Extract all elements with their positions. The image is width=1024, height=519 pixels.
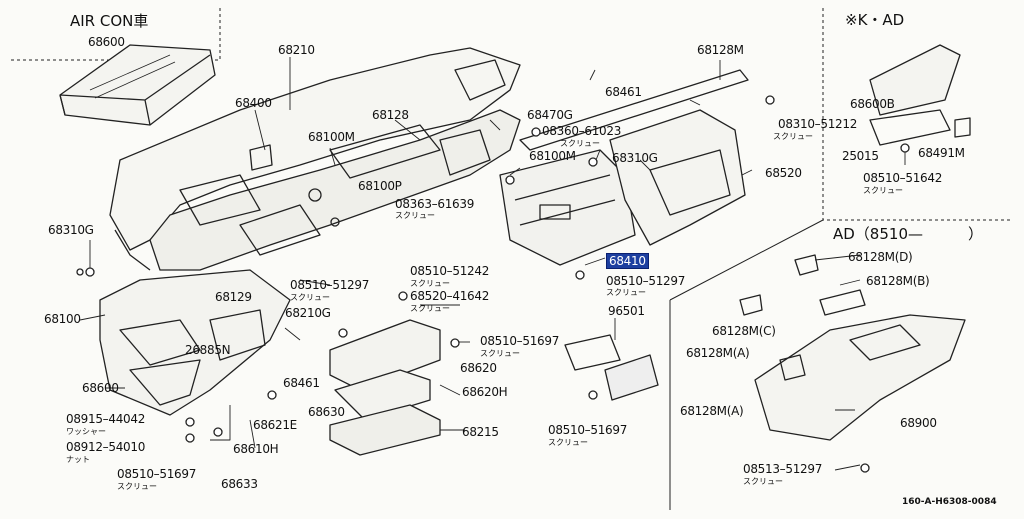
part-label: 68630 bbox=[308, 405, 345, 419]
part-label: 68400 bbox=[235, 96, 272, 110]
air-con-box-68600 bbox=[59, 44, 216, 126]
lower-panel-68100 bbox=[99, 269, 291, 416]
part-label: 68620H bbox=[462, 385, 508, 399]
part-label: 68600 bbox=[82, 381, 119, 395]
ad-bracket-68900 bbox=[739, 254, 966, 441]
part-label: 68215 bbox=[462, 425, 499, 439]
part-label: 68520–41642 bbox=[410, 289, 490, 303]
sub-label: スクリュー bbox=[480, 349, 520, 358]
part-label: 68520 bbox=[765, 166, 802, 180]
sub-label: スクリュー bbox=[410, 279, 450, 288]
sub-label: ナット bbox=[66, 455, 90, 464]
sub-label: スクリュー bbox=[743, 477, 783, 486]
part-label: 08510–51297 bbox=[290, 278, 370, 292]
part-label: 08363–61639 bbox=[395, 197, 475, 211]
part-label: 68100M bbox=[308, 130, 355, 144]
part-label: 68128M(C) bbox=[712, 324, 776, 338]
diagram-code: 160-A-H6308-0084 bbox=[902, 497, 997, 507]
part-label: 68129 bbox=[215, 290, 252, 304]
sub-label: スクリュー bbox=[863, 186, 903, 195]
part-label: 08510–51697 bbox=[548, 423, 628, 437]
dashboard-68210 bbox=[109, 47, 521, 271]
part-label: 68128M bbox=[697, 43, 744, 57]
ad-section-title: AD（8510— bbox=[833, 225, 923, 243]
part-label: 08510–51242 bbox=[410, 264, 490, 278]
sub-label: スクリュー bbox=[290, 293, 330, 302]
sub-label: ワッシャー bbox=[66, 427, 106, 436]
part-label: 68461 bbox=[283, 376, 320, 390]
part-label: 68210 bbox=[278, 43, 315, 57]
part-label: 68100 bbox=[44, 312, 81, 326]
part-label: 68621E bbox=[253, 418, 297, 432]
console-68620 bbox=[329, 319, 441, 456]
part-label: 26885N bbox=[185, 343, 231, 357]
part-label: 68900 bbox=[900, 416, 937, 430]
sub-label: スクリュー bbox=[117, 482, 157, 491]
part-label: 68470G bbox=[527, 108, 573, 122]
part-label: 96501 bbox=[608, 304, 645, 318]
sub-label: スクリュー bbox=[606, 288, 646, 297]
cluster-hood-68520 bbox=[609, 109, 746, 246]
part-label: 68633 bbox=[221, 477, 258, 491]
part-label: 08513–51297 bbox=[743, 462, 823, 476]
k-ad-parts bbox=[869, 44, 971, 146]
part-96501 bbox=[564, 334, 659, 401]
part-label: 08360–61023 bbox=[542, 124, 622, 138]
part-label: 25015 bbox=[842, 149, 879, 163]
bracket-68128m bbox=[519, 69, 749, 151]
part-label: 68100P bbox=[358, 179, 402, 193]
part-label: 68310G bbox=[48, 223, 94, 237]
part-label: 08915–44042 bbox=[66, 412, 146, 426]
part-label: 68128M(D) bbox=[848, 250, 913, 264]
part-label: 08510–51642 bbox=[863, 171, 943, 185]
part-label: 68600B bbox=[850, 97, 895, 111]
part-label: 68100M bbox=[529, 149, 576, 163]
ad-section-close: ） bbox=[968, 225, 984, 243]
cluster-68410 bbox=[499, 149, 636, 266]
part-label: 08912–54010 bbox=[66, 440, 146, 454]
part-label: 08510–51697 bbox=[480, 334, 560, 348]
sub-label: スクリュー bbox=[410, 304, 450, 313]
k-ad-section-title: ※K・AD bbox=[845, 11, 905, 29]
part-label: 68128 bbox=[372, 108, 409, 122]
part-label: 08510–51297 bbox=[606, 274, 686, 288]
air-con-section-title: AIR CON車 bbox=[70, 12, 149, 30]
sub-label: スクリュー bbox=[560, 139, 600, 148]
part-label: 68128M(B) bbox=[866, 274, 930, 288]
part-label: 68128M(A) bbox=[686, 346, 750, 360]
part-label: 08310–51212 bbox=[778, 117, 858, 131]
part-label: 68128M(A) bbox=[680, 404, 744, 418]
part-label: 08510–51697 bbox=[117, 467, 197, 481]
part-label: 68210G bbox=[285, 306, 331, 320]
part-label: 68620 bbox=[460, 361, 497, 375]
part-label: 68610H bbox=[233, 442, 279, 456]
sub-label: スクリュー bbox=[395, 211, 435, 220]
sub-label: スクリュー bbox=[773, 132, 813, 141]
air-con-part-number: 68600 bbox=[88, 35, 125, 49]
part-label: 68491M bbox=[918, 146, 965, 160]
part-label: 68310G bbox=[612, 151, 658, 165]
sub-label: スクリュー bbox=[548, 438, 588, 447]
part-label-highlighted: 68410 bbox=[606, 253, 649, 269]
part-label: 68461 bbox=[605, 85, 642, 99]
